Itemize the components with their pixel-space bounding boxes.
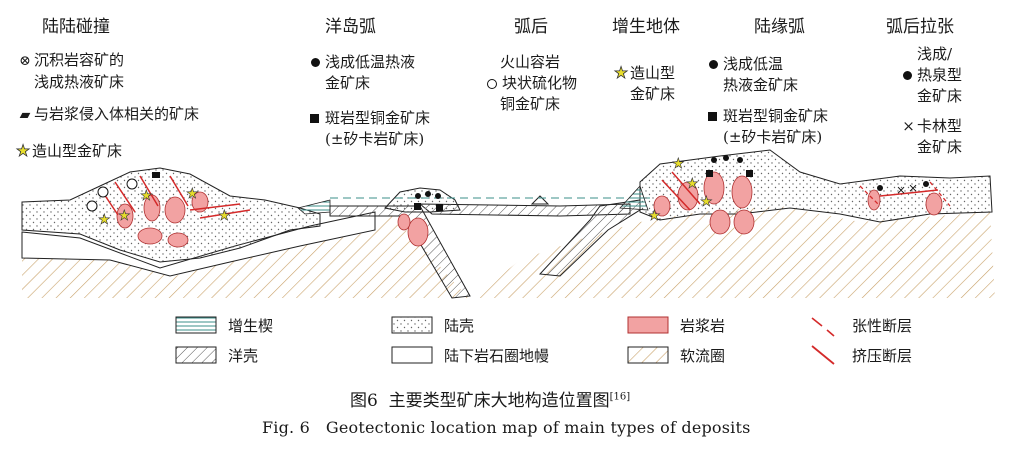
- label-epithermal-continental: 浅成低温 热液金矿床: [706, 54, 798, 96]
- svg-text:★: ★: [648, 208, 661, 224]
- legend-swatch-asth: [627, 346, 669, 364]
- caption-en: Fig. 6 Geotectonic location map of main …: [262, 418, 751, 437]
- heading-back-arc: 弧后: [514, 17, 548, 37]
- legend-mantle-label: 陆下岩石圈地幔: [444, 347, 550, 365]
- heading-island-arc: 洋岛弧: [325, 17, 376, 37]
- right-wedge: [619, 185, 649, 211]
- cross-icon: ×: [902, 117, 915, 135]
- legend-magma-label: 岩浆岩: [680, 317, 726, 335]
- filled-square-icon: [708, 112, 717, 121]
- legend-swatch-ocean: [175, 346, 217, 364]
- svg-text:★: ★: [218, 208, 231, 224]
- svg-text:★: ★: [672, 156, 685, 172]
- island-arc-deposits: [414, 191, 443, 211]
- label-sed-hosted: ⊗沉积岩容矿的 浅成热液矿床: [16, 50, 124, 93]
- heading-collision: 陆陆碰撞: [42, 17, 110, 37]
- label-orogenic-accretion: ★造山型 金矿床: [613, 63, 676, 103]
- right-faults: [661, 171, 939, 211]
- back-arc-volcano: [530, 195, 550, 205]
- heading-continental-arc: 陆缘弧: [754, 17, 805, 37]
- label-epithermal-island: 浅成低温热液 金矿床: [308, 52, 415, 94]
- svg-text:★: ★: [186, 186, 199, 202]
- island-arc-magma: [397, 213, 429, 247]
- legend-swatches: [175, 316, 835, 365]
- legend-asth-label: 软流圈: [680, 347, 726, 365]
- filled-circle-icon: [903, 71, 912, 80]
- svg-text:★: ★: [98, 212, 111, 228]
- heading-back-arc-extension: 弧后拉张: [886, 17, 954, 37]
- caption-cn: 图6 主要类型矿床大地构造位置图[16]: [350, 391, 631, 411]
- filled-circle-icon: [311, 58, 320, 67]
- legend-swatch-ext-fault-2: [826, 329, 835, 337]
- left-wedge: [297, 199, 331, 215]
- legend-ext-fault-label: 张性断层: [852, 317, 913, 335]
- heading-accretion: 增生地体: [612, 17, 680, 37]
- circled-x-icon: ⊗: [19, 53, 31, 69]
- legend-swatch-magma: [627, 316, 669, 334]
- filled-circle-icon: [709, 60, 718, 69]
- right-extensional-faults: [859, 181, 951, 207]
- right-magmatic-bodies: [653, 171, 943, 235]
- parallelogram-icon: ▰: [19, 107, 31, 123]
- label-carlin: ×卡林型 金矿床: [900, 116, 962, 158]
- legend-swatch-comp-fault: [811, 345, 835, 365]
- star-icon: ★: [15, 141, 31, 161]
- right-deposit-symbols: × × ★ ★ ★ ★: [648, 155, 929, 224]
- left-mantle: [21, 211, 376, 277]
- svg-text:×: ×: [908, 181, 918, 195]
- legend-swatch-crust: [391, 316, 433, 334]
- star-icon: ★: [613, 63, 629, 83]
- legend-crust-label: 陆壳: [444, 317, 475, 335]
- legend-swatch-mantle: [391, 346, 433, 364]
- label-intrusion-related: ▰与岩浆侵入体相关的矿床: [16, 104, 199, 126]
- left-deposit-symbols: ★ ★ ★ ★ ★: [86, 172, 231, 228]
- svg-text:★: ★: [700, 194, 713, 210]
- legend-swatch-wedge: [175, 316, 217, 334]
- legend-comp-fault-label: 挤压断层: [852, 347, 913, 365]
- svg-text:×: ×: [896, 183, 906, 197]
- legend-swatch-ext-fault-1: [811, 317, 823, 327]
- label-hotspring: 浅成/ 热泉型 金矿床: [900, 44, 962, 107]
- svg-text:★: ★: [686, 176, 699, 192]
- island-arc: [384, 187, 461, 213]
- filled-square-icon: [310, 114, 319, 123]
- label-orogenic-gold: ★造山型金矿床: [15, 141, 123, 161]
- left-magmatic-bodies: [116, 191, 209, 248]
- open-circle-icon: [487, 78, 497, 89]
- label-porphyry-continental: 斑岩型铜金矿床 (±矽卡岩矿床): [706, 106, 828, 148]
- svg-text:★: ★: [140, 188, 153, 204]
- legend-wedge-label: 增生楔: [228, 317, 274, 335]
- label-porphyry-island: 斑岩型铜金矿床 (±矽卡岩矿床): [308, 108, 430, 150]
- label-vms: 火山容岩 块状硫化物 铜金矿床: [484, 52, 577, 115]
- legend-ocean-label: 洋壳: [228, 347, 259, 365]
- svg-text:★: ★: [118, 208, 131, 224]
